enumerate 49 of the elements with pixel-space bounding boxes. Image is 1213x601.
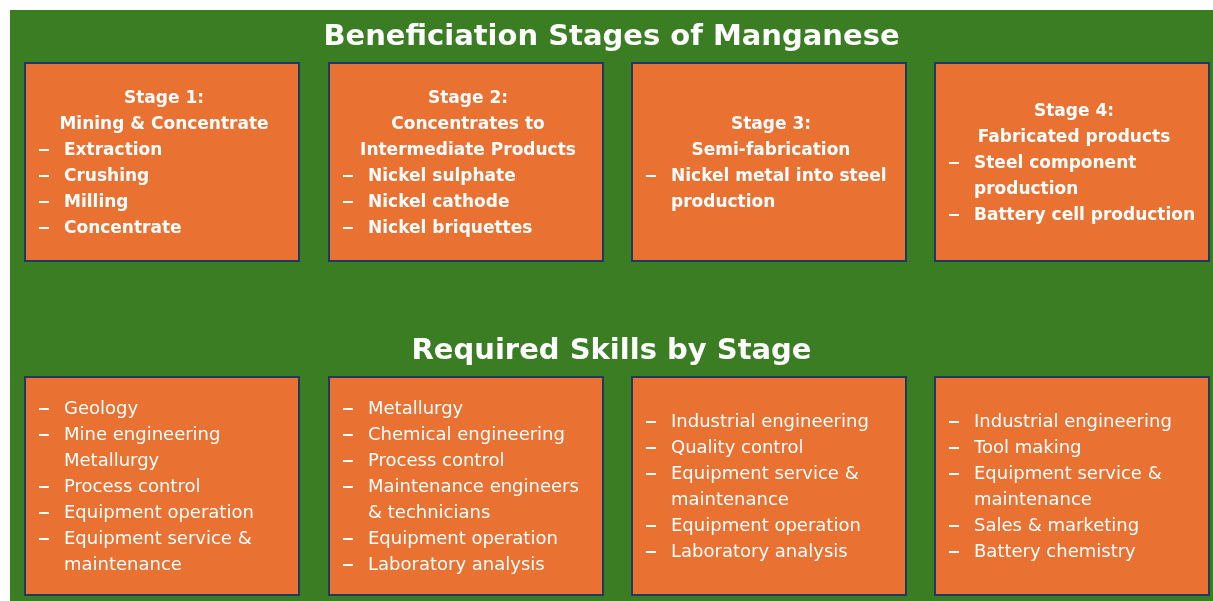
list-item: Battery chemistry bbox=[948, 538, 1200, 564]
list-item: Quality control bbox=[645, 434, 897, 460]
skills-box bbox=[631, 376, 907, 596]
list-item: Battery cell production bbox=[948, 201, 1200, 227]
list-item: Nickel cathode bbox=[342, 188, 594, 214]
list-item: Tool making bbox=[948, 434, 1200, 460]
stage-heading: Stage 3: bbox=[729, 112, 813, 135]
list-item: Crushing bbox=[38, 162, 290, 188]
list-item: Nickel metal into steel production bbox=[645, 162, 897, 214]
list-item: Maintenance engineers & technicians bbox=[342, 473, 594, 525]
stage-heading: Stage 2: bbox=[426, 86, 510, 109]
stage-box bbox=[328, 62, 604, 262]
stage-heading: Stage 4: bbox=[1032, 99, 1116, 122]
list-item: Laboratory analysis bbox=[645, 538, 897, 564]
list-item: Concentrate bbox=[38, 214, 290, 240]
list-item: Equipment operation bbox=[645, 512, 897, 538]
list-item: Equipment service & maintenance bbox=[948, 460, 1200, 512]
list-item: Steel component production bbox=[948, 149, 1200, 201]
list-item: Process control bbox=[38, 473, 290, 499]
list-item: Sales & marketing bbox=[948, 512, 1200, 538]
list-item: Extraction bbox=[38, 136, 290, 162]
skills-box bbox=[328, 376, 604, 596]
list-item: Equipment service & maintenance bbox=[38, 525, 290, 577]
stage-heading: Stage 1: bbox=[122, 86, 206, 109]
list-item: Process control bbox=[342, 447, 594, 473]
stage-box bbox=[631, 62, 907, 262]
stage-heading: Semi-fabrication bbox=[690, 138, 852, 161]
stage-box bbox=[934, 62, 1210, 262]
list-item: Milling bbox=[38, 188, 290, 214]
stage-heading: Mining & Concentrate bbox=[58, 112, 270, 135]
list-item: Metallurgy bbox=[342, 395, 594, 421]
list-item: Industrial engineering bbox=[645, 408, 897, 434]
skills-box bbox=[24, 376, 300, 596]
list-item: Chemical engineering bbox=[342, 421, 594, 447]
list-item: Industrial engineering bbox=[948, 408, 1200, 434]
section-heading: Required Skills by Stage bbox=[410, 332, 813, 366]
stage-heading: Fabricated products bbox=[976, 125, 1172, 148]
stage-box bbox=[24, 62, 300, 262]
list-item: Equipment operation bbox=[38, 499, 290, 525]
skills-box bbox=[934, 376, 1210, 596]
list-item: Mine engineering Metallurgy bbox=[38, 421, 290, 473]
stage-heading: Concentrates to Intermediate Products bbox=[359, 112, 577, 161]
title: Beneficiation Stages of Manganese bbox=[322, 18, 901, 52]
list-item: Nickel briquettes bbox=[342, 214, 594, 240]
list-item: Equipment operation bbox=[342, 525, 594, 551]
list-item: Equipment service & maintenance bbox=[645, 460, 897, 512]
list-item: Nickel sulphate bbox=[342, 162, 594, 188]
list-item: Geology bbox=[38, 395, 290, 421]
list-item: Laboratory analysis bbox=[342, 551, 594, 577]
